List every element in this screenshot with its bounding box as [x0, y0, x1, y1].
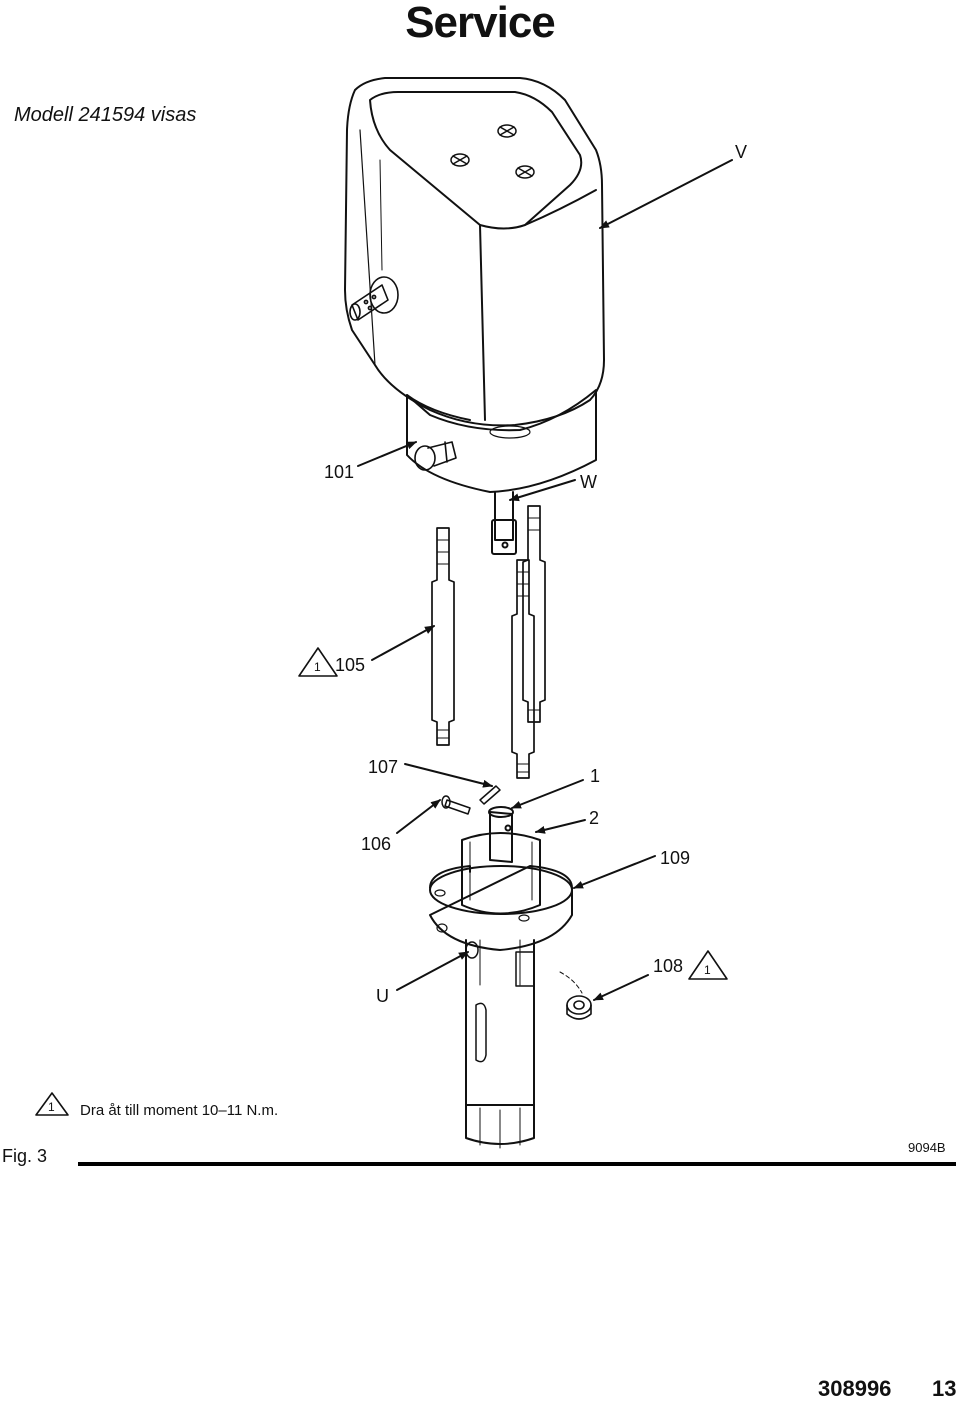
page-title: Service: [405, 0, 556, 47]
callout-v: V: [735, 142, 748, 162]
leader-lines: [357, 159, 733, 1001]
callout-109: 109: [660, 848, 691, 868]
motor-housing: [344, 77, 605, 427]
callout-2: 2: [589, 808, 600, 828]
figure-rule: [78, 1162, 956, 1166]
callout-101: 101: [324, 462, 355, 482]
callout-107: 107: [368, 757, 399, 777]
document-number: 308996: [818, 1376, 892, 1401]
figure-label: Fig. 3: [2, 1146, 48, 1166]
torque-note: Dra åt till moment 10–11 N.m.: [80, 1102, 279, 1119]
callout-u: U: [376, 986, 389, 1006]
model-subtitle: Modell 241594 visas: [14, 104, 197, 126]
callout-w: W: [580, 472, 597, 492]
callout-1: 1: [590, 766, 601, 786]
pin-and-clip: [441, 785, 501, 815]
callout-106: 106: [361, 834, 392, 854]
warning-triangles: [35, 647, 728, 1116]
pump-tube: [429, 806, 573, 1149]
callout-108: 108: [653, 956, 684, 976]
note-marker: 1: [48, 1100, 55, 1114]
drawing-number: 9094B: [908, 1140, 946, 1155]
warning-marker-105: 1: [314, 660, 321, 674]
page-number: 13: [932, 1376, 957, 1401]
warning-marker-108: 1: [704, 963, 711, 977]
nut-108: [559, 971, 592, 1020]
callout-105: 105: [335, 655, 366, 675]
tie-rods: [431, 505, 546, 779]
motor-base: [406, 389, 597, 555]
